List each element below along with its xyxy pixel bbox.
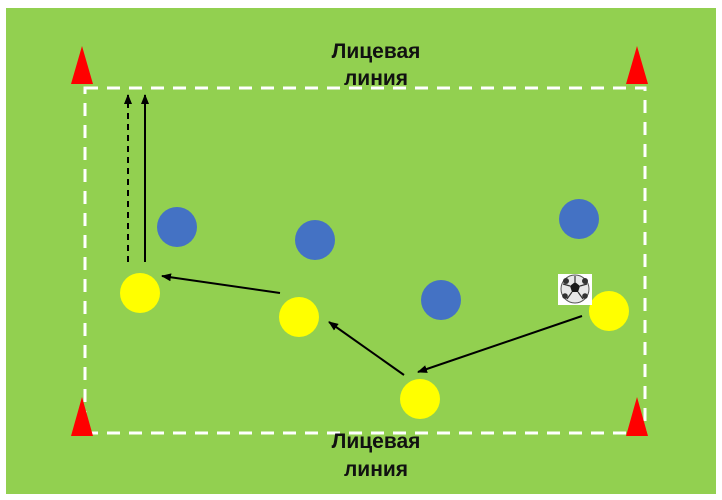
top-line-label-2: линия bbox=[344, 67, 408, 90]
bottom-line-label-2: линия bbox=[344, 458, 408, 481]
red-cone-icon bbox=[626, 397, 648, 436]
soccer-ball-icon bbox=[558, 274, 592, 305]
pass-arrow bbox=[328, 321, 405, 376]
pass-arrow bbox=[161, 273, 281, 294]
cone-top-right bbox=[626, 46, 648, 84]
yellow-player bbox=[589, 291, 629, 331]
yellow-player bbox=[120, 273, 160, 313]
pass-arrow bbox=[417, 315, 583, 373]
cone-top-left bbox=[71, 46, 93, 84]
top-line-label-1: Лицевая bbox=[332, 40, 421, 63]
cone-bottom-right bbox=[626, 397, 648, 436]
blue-player bbox=[295, 220, 335, 260]
red-cone-icon bbox=[71, 397, 93, 436]
blue-player bbox=[559, 199, 599, 239]
bottom-line-label-1: Лицевая bbox=[332, 430, 421, 453]
cone-bottom-left bbox=[71, 397, 93, 436]
red-cone-icon bbox=[71, 46, 93, 84]
red-cone-icon bbox=[626, 46, 648, 84]
yellow-player bbox=[279, 297, 319, 337]
boundary-lines bbox=[83, 86, 647, 435]
blue-player bbox=[421, 280, 461, 320]
yellow-player bbox=[400, 379, 440, 419]
blue-player bbox=[157, 207, 197, 247]
